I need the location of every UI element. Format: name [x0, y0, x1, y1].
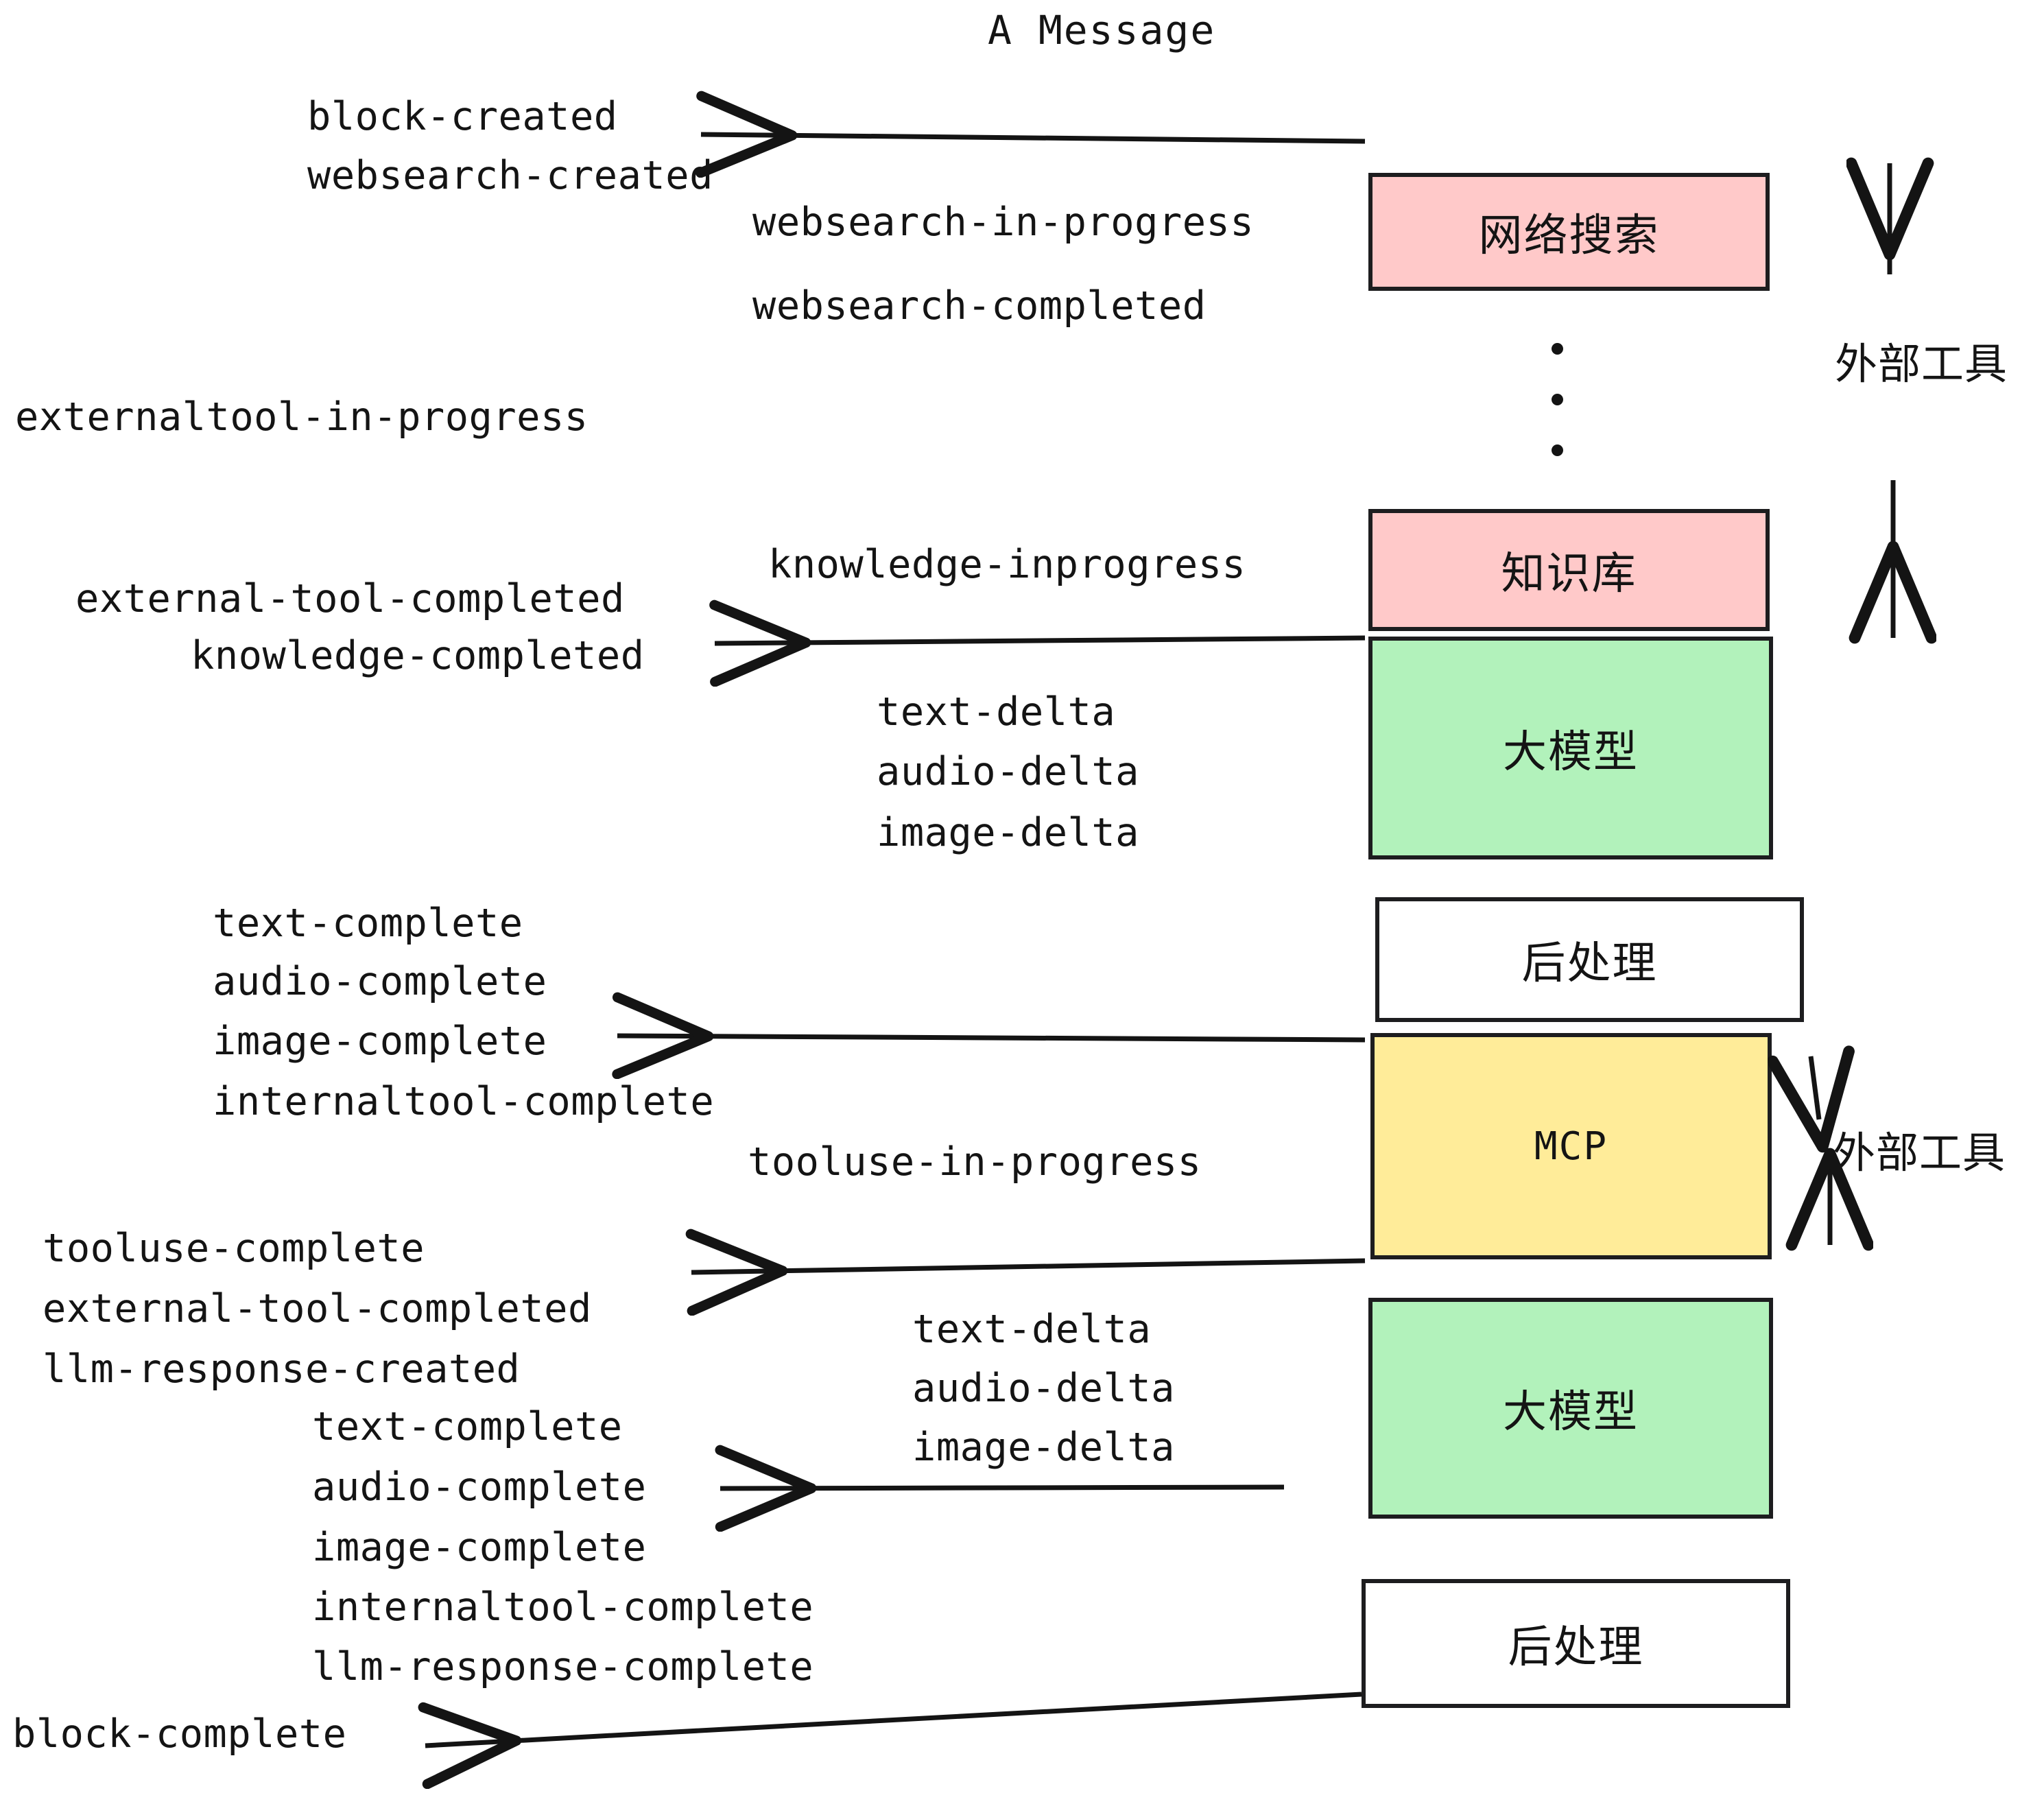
event-tooluse-in-progress: tooluse-in-progress — [748, 1139, 1202, 1185]
event-image-complete-2: image-complete — [312, 1525, 647, 1570]
arrow-mcp-to-tooluse-complete — [691, 1261, 1366, 1272]
box-postprocess-1-label: 后处理 — [1521, 938, 1658, 989]
side-label-external-tool-bottom: 外部工具 — [1833, 1128, 2006, 1178]
box-postprocess-2[interactable]: 后处理 — [1362, 1579, 1790, 1708]
event-audio-complete-2: audio-complete — [312, 1464, 647, 1510]
event-image-complete-1: image-complete — [213, 1019, 547, 1064]
event-websearch-created: websearch-created — [307, 153, 713, 198]
box-llm-2-label: 大模型 — [1503, 1387, 1639, 1438]
dot-icon — [1551, 343, 1563, 355]
event-external-tool-completed-1: external-tool-completed — [75, 576, 625, 621]
arrow-postprocess1-to-complete — [617, 1036, 1366, 1040]
event-block-complete: block-complete — [12, 1711, 347, 1757]
arrow-llm2-to-audio-complete — [720, 1487, 1285, 1488]
box-knowledge[interactable]: 知识库 — [1368, 509, 1770, 631]
event-text-complete-1: text-complete — [213, 901, 523, 946]
event-knowledge-inprogress: knowledge-inprogress — [768, 542, 1246, 587]
event-internaltool-complete-1: internaltool-complete — [213, 1079, 715, 1124]
event-llm-response-complete: llm-response-complete — [312, 1644, 814, 1689]
arrow-postprocess2-to-block-complete — [425, 1692, 1362, 1746]
box-llm-2[interactable]: 大模型 — [1368, 1298, 1773, 1519]
event-image-delta-1: image-delta — [877, 810, 1139, 855]
event-audio-delta-2: audio-delta — [912, 1366, 1175, 1411]
ellipsis-dots — [1550, 343, 1564, 456]
box-llm-1-label: 大模型 — [1503, 726, 1639, 778]
box-mcp-label: MCP — [1534, 1124, 1608, 1169]
arrow-websearch-to-created — [701, 134, 1366, 141]
arrow-external-tool-bottom-up — [1811, 1056, 1819, 1119]
event-websearch-in-progress: websearch-in-progress — [752, 200, 1255, 245]
event-external-tool-completed-2: external-tool-completed — [43, 1286, 592, 1331]
event-externaltool-in-progress: externaltool-in-progress — [15, 394, 589, 440]
event-internaltool-complete-2: internaltool-complete — [312, 1585, 814, 1630]
dot-icon — [1551, 394, 1563, 405]
event-text-delta-2: text-delta — [912, 1307, 1152, 1352]
event-knowledge-completed: knowledge-completed — [191, 633, 645, 678]
box-postprocess-1[interactable]: 后处理 — [1375, 897, 1804, 1022]
event-image-delta-2: image-delta — [912, 1425, 1175, 1470]
arrow-knowledge-to-completed — [715, 638, 1366, 643]
side-label-external-tool-top: 外部工具 — [1835, 339, 2008, 389]
event-audio-complete-1: audio-complete — [213, 959, 547, 1004]
box-websearch[interactable]: 网络搜索 — [1368, 173, 1770, 291]
event-tooluse-complete: tooluse-complete — [43, 1226, 425, 1271]
event-llm-response-created: llm-response-created — [43, 1346, 521, 1392]
box-knowledge-label: 知识库 — [1501, 549, 1637, 600]
box-postprocess-2-label: 后处理 — [1508, 1622, 1644, 1673]
page-title: A Message — [988, 7, 1216, 54]
dot-icon — [1551, 444, 1563, 456]
box-llm-1[interactable]: 大模型 — [1368, 637, 1773, 859]
box-mcp[interactable]: MCP — [1370, 1033, 1772, 1259]
event-text-complete-2: text-complete — [312, 1404, 623, 1449]
event-audio-delta-1: audio-delta — [877, 749, 1139, 794]
event-websearch-completed: websearch-completed — [752, 283, 1207, 329]
event-block-created: block-created — [307, 94, 618, 139]
event-text-delta-1: text-delta — [877, 689, 1116, 735]
box-websearch-label: 网络搜索 — [1478, 211, 1660, 261]
